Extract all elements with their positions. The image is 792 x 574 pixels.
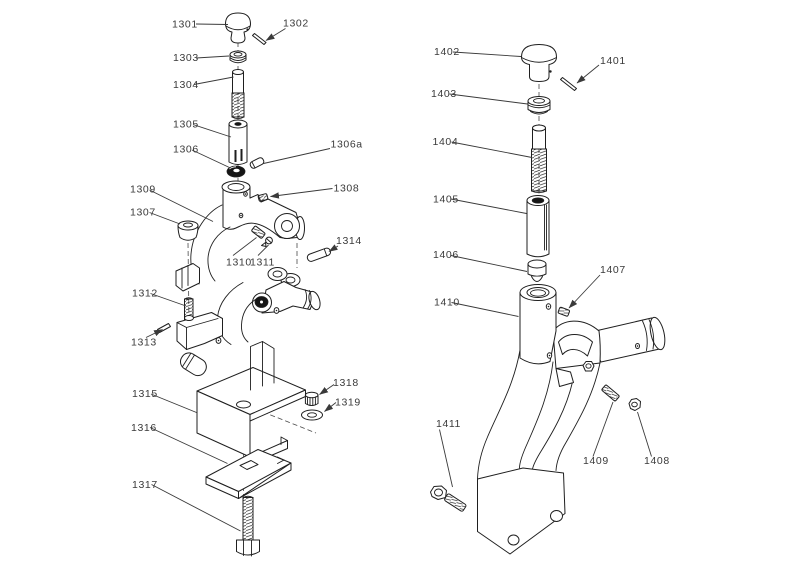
- part-label-1306a: 1306a: [331, 139, 363, 151]
- leader-1406: [450, 255, 528, 272]
- leader-1309: [149, 189, 214, 222]
- part-label-1408: 1408: [644, 455, 670, 467]
- part-label-1407: 1407: [600, 264, 626, 276]
- leader-1404: [451, 141, 533, 158]
- part-1302-pin: [252, 33, 267, 45]
- part-1404-adjusting-screw: [531, 124, 547, 194]
- leader-1308: [270, 188, 333, 199]
- part-1409-threaded-pin: [601, 384, 620, 402]
- part-1403-bushing: [527, 96, 551, 115]
- part-1319-washer: [301, 409, 323, 421]
- part-1408-nut: [628, 398, 641, 411]
- part-label-1307: 1307: [130, 207, 156, 219]
- leader-1411: [439, 429, 453, 488]
- part-label-1314: 1314: [336, 235, 362, 247]
- leader-1318: [319, 384, 335, 395]
- part-lower-clamp-half: [176, 267, 321, 377]
- leader-1314: [328, 244, 339, 252]
- left-assembly: 1301 1302 1303 1304 1305 1306 1306a 1309…: [130, 12, 363, 557]
- part-1314-pivot-pin: [306, 247, 331, 262]
- part-label-1319: 1319: [335, 397, 361, 409]
- part-1310-threaded-pin: [251, 225, 266, 239]
- leader-1402: [452, 51, 522, 57]
- part-label-1305: 1305: [173, 119, 199, 131]
- part-1316-wedge-plate: [205, 449, 292, 499]
- part-1407-set-screw: [557, 306, 570, 317]
- part-label-1406: 1406: [433, 249, 459, 261]
- leader-1301: [195, 23, 229, 25]
- leader-1313: [145, 329, 163, 338]
- leader-1401: [576, 64, 600, 84]
- part-label-1316: 1316: [131, 422, 157, 434]
- part-1305-sleeve: [228, 119, 248, 165]
- part-1317-clamp-bolt: [236, 495, 260, 557]
- right-assembly: 1402 1401 1403 1404 1405 1406 1407 1410 …: [430, 44, 670, 555]
- part-1307-knob: [177, 220, 199, 241]
- leader-1409: [592, 401, 614, 457]
- labels-right: 1402 1401 1403 1404 1405 1406 1407 1410 …: [431, 46, 670, 467]
- part-label-1315: 1315: [132, 388, 158, 400]
- part-1401-pin: [560, 77, 577, 91]
- part-1318-nut: [304, 391, 319, 407]
- labels-left: 1301 1302 1303 1304 1305 1306 1306a 1309…: [130, 18, 363, 492]
- part-label-1304: 1304: [173, 79, 199, 91]
- leader-1319: [324, 402, 337, 412]
- part-label-1410: 1410: [434, 297, 460, 309]
- leader-1316: [149, 427, 228, 464]
- part-label-1402: 1402: [434, 46, 460, 58]
- part-label-1411: 1411: [436, 418, 461, 430]
- part-1410-main-body: [477, 284, 666, 555]
- leader-1403: [449, 93, 528, 105]
- part-label-1317: 1317: [132, 479, 158, 491]
- leader-1315: [150, 393, 197, 413]
- part-label-1310: 1310: [226, 257, 252, 269]
- part-1301-cap-knob: [225, 12, 251, 44]
- leader-1306: [191, 149, 231, 169]
- part-1402-cap-knob: [521, 44, 557, 82]
- leader-1317: [151, 484, 241, 532]
- leader-1305: [192, 124, 232, 138]
- leader-lines-right: [439, 51, 652, 488]
- leader-1407: [568, 274, 601, 309]
- leader-1302: [265, 28, 286, 41]
- part-1405-sleeve: [526, 195, 550, 258]
- part-1308-set-screw: [257, 193, 269, 202]
- part-label-1309: 1309: [130, 184, 156, 196]
- leader-1307: [149, 212, 181, 225]
- part-label-1311: 1311: [250, 257, 275, 269]
- part-label-1306: 1306: [173, 144, 199, 156]
- part-label-1308: 1308: [334, 183, 360, 195]
- part-label-1404: 1404: [433, 136, 459, 148]
- leader-1408: [637, 411, 652, 457]
- part-1303-bushing: [229, 50, 247, 64]
- leader-lines-left: [145, 23, 339, 532]
- part-1306-washer: [226, 165, 246, 178]
- part-label-1312: 1312: [132, 288, 158, 300]
- part-1406-plug: [527, 259, 547, 282]
- part-label-1318: 1318: [333, 377, 359, 389]
- leader-1310: [232, 237, 257, 256]
- part-1315-base-bracket: [196, 340, 306, 465]
- leader-1405: [450, 198, 527, 214]
- leader-1311: [257, 244, 269, 256]
- part-label-1313: 1313: [131, 337, 157, 349]
- leader-1303: [195, 55, 230, 59]
- part-label-1301: 1301: [172, 19, 198, 31]
- part-label-1405: 1405: [433, 194, 459, 206]
- part-1306a-roll-pin: [249, 157, 265, 169]
- part-label-1403: 1403: [431, 88, 457, 100]
- leader-1312: [150, 293, 187, 307]
- part-label-1302: 1302: [283, 18, 309, 30]
- part-1311-screw: [261, 236, 273, 247]
- part-label-1401: 1401: [600, 55, 626, 67]
- leader-1410: [451, 302, 519, 317]
- part-label-1409: 1409: [583, 455, 609, 467]
- part-1411-bolt: [430, 485, 467, 512]
- part-1304-screw-spring: [231, 69, 245, 120]
- part-label-1303: 1303: [173, 52, 199, 64]
- leader-1304: [193, 76, 234, 85]
- leader-1306a: [263, 148, 331, 164]
- part-1309-upper-clamp-body: [175, 180, 305, 292]
